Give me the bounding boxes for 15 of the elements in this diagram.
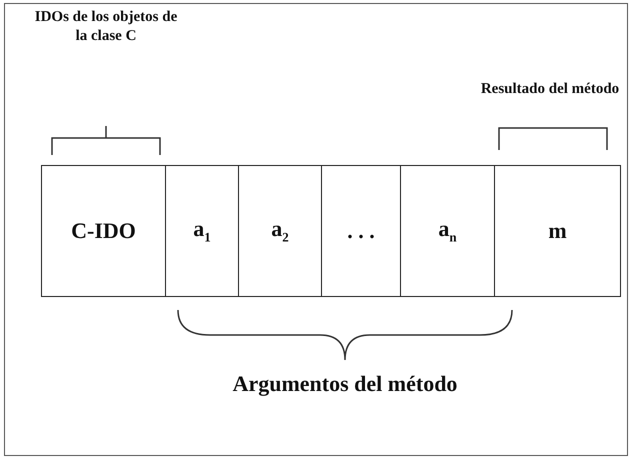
array-cell: [238, 165, 322, 297]
array-cell: [321, 165, 401, 297]
cell-label: a$_{2}$: [271, 216, 289, 246]
cell-label: a$_{n}$: [438, 216, 457, 246]
annotation-label: Argumentos del método: [232, 370, 458, 398]
annotation-label: IDOs de los objetos de la clase C: [34, 8, 178, 46]
annotation-label: Resultado del método: [480, 80, 620, 99]
array-cell: [400, 165, 495, 297]
cell-label: a$_{1}$: [193, 216, 211, 246]
cell-label: m: [548, 218, 567, 244]
cell-label: . . .: [347, 218, 375, 244]
cell-label: C-IDO: [71, 218, 136, 244]
array-cell: [165, 165, 239, 297]
array-cell: [41, 165, 166, 297]
array-cell: [494, 165, 621, 297]
